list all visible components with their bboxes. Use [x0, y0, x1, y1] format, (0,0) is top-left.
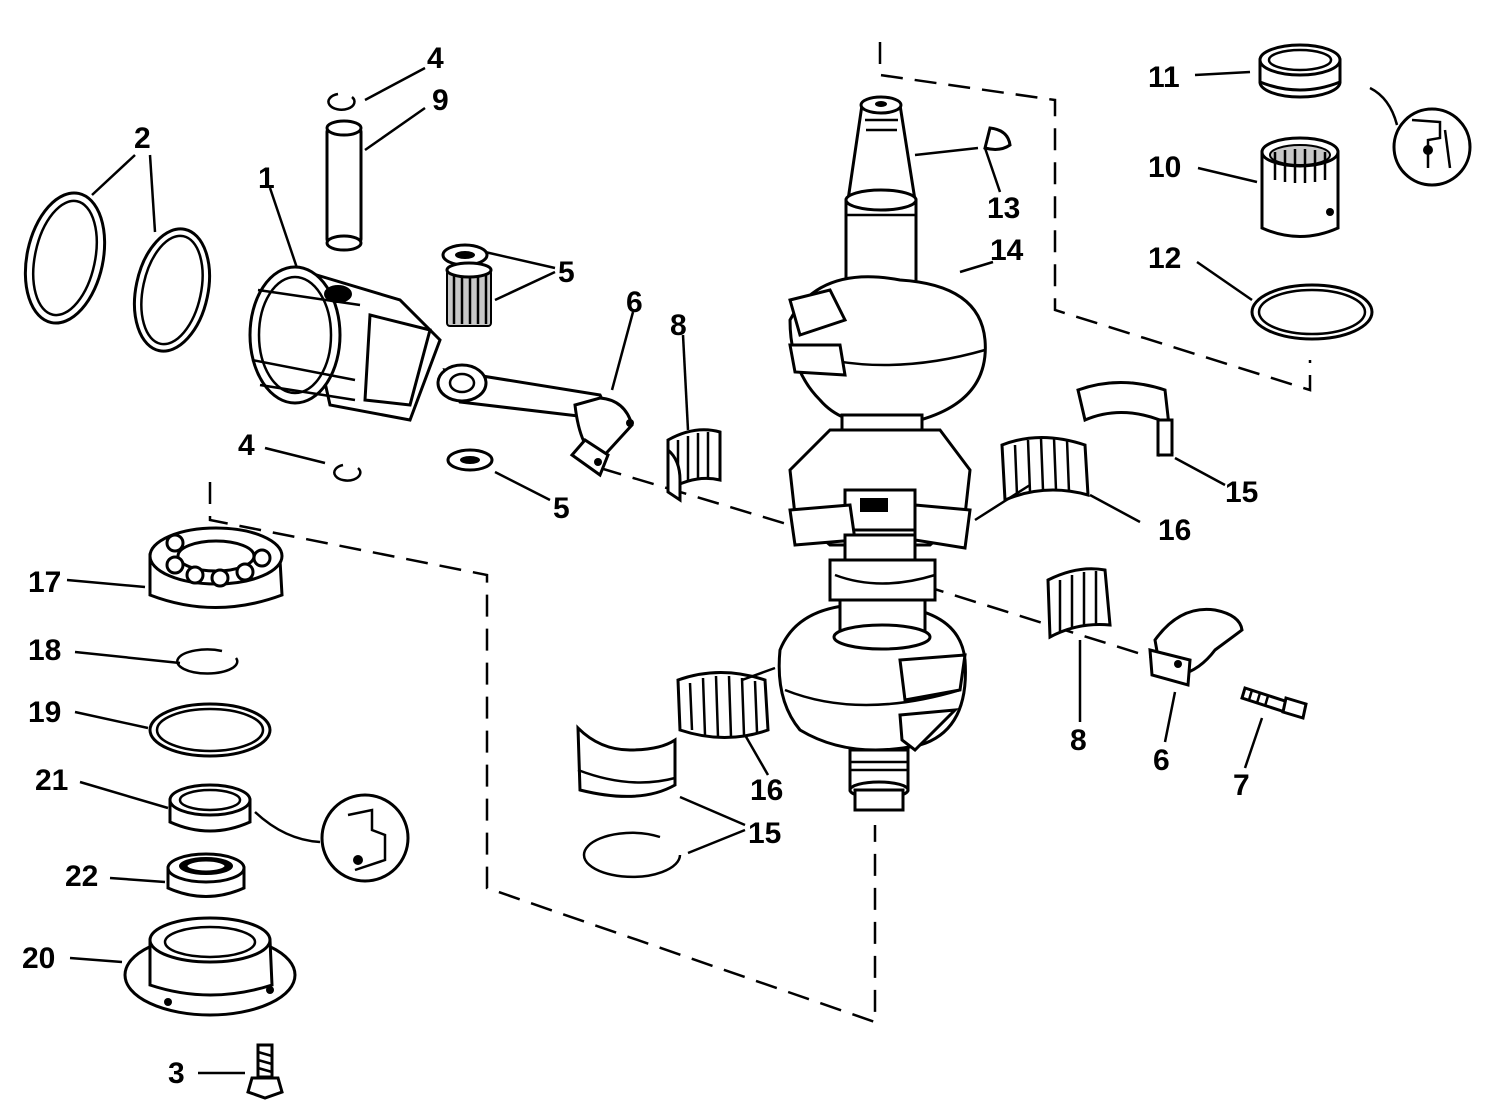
callout-11: 11: [1148, 61, 1180, 94]
o-ring-upper: [1250, 283, 1374, 341]
main-bearing-retaining-ring: [582, 831, 682, 879]
main-bearing-half-upper: [1076, 381, 1174, 457]
callout-19: 19: [28, 696, 61, 729]
callout-22: 22: [65, 860, 98, 893]
lower-retaining-ring: [176, 648, 239, 675]
piston-ring-outer: [23, 191, 107, 325]
retaining-clip-lower: [333, 463, 362, 482]
callout-4: 4: [427, 42, 444, 75]
upper-needle-bearing: [1260, 136, 1340, 238]
callout-7: 7: [1233, 769, 1250, 802]
rod-bearing-cage-upper: [666, 428, 722, 503]
rod-bolt: [1240, 686, 1308, 720]
lower-ball-bearing: [148, 526, 284, 609]
callout-20: 20: [22, 942, 55, 975]
callout-5: 5: [558, 256, 575, 289]
callout-9: 9: [432, 84, 449, 117]
callout-3: 3: [168, 1057, 185, 1090]
callout-15: 15: [748, 817, 781, 850]
callout-6: 6: [1153, 744, 1170, 777]
callout-18: 18: [28, 634, 61, 667]
main-bearing-half-lower: [576, 724, 677, 798]
callout-1: 1: [258, 162, 275, 195]
detail-inset-upper: [1369, 86, 1472, 187]
rod-bearing-cage-lower: [1046, 567, 1112, 640]
detail-inset-lower: [254, 793, 410, 883]
callout-6: 6: [626, 286, 643, 319]
callout-5: 5: [553, 492, 570, 525]
callout-16: 16: [750, 774, 783, 807]
lower-oil-seal-inner: [166, 852, 246, 898]
leader-lines: [66, 66, 1264, 1075]
callout-16: 16: [1158, 514, 1191, 547]
thrust-washer-lower: [446, 448, 494, 472]
callout-21: 21: [35, 764, 68, 797]
callout-15: 15: [1225, 476, 1258, 509]
woodruff-key: [983, 126, 1012, 151]
piston-ring-inner: [133, 227, 211, 353]
callout-4: 4: [238, 429, 255, 462]
callout-8: 8: [670, 309, 687, 342]
main-bearing-cage-lower: [676, 671, 770, 739]
callout-17: 17: [28, 566, 61, 599]
callout-12: 12: [1148, 242, 1181, 275]
retaining-clip-upper: [327, 92, 356, 111]
callout-2: 2: [134, 122, 151, 155]
lower-bearing-housing: [123, 916, 297, 1017]
wrist-pin: [325, 119, 363, 252]
callout-10: 10: [1148, 151, 1181, 184]
callout-labels: 1 2 3 4 4 5 5 6 6 7 8 8 9 10 11 12 13 14…: [22, 42, 1258, 1090]
connecting-rod-cap: [1148, 607, 1244, 687]
main-bearing-cage-upper: [1000, 436, 1090, 503]
piston: [248, 265, 442, 422]
connecting-rod: [436, 363, 634, 478]
lower-oil-seal-outer: [168, 783, 252, 833]
housing-bolt: [246, 1043, 284, 1100]
upper-seal-ring: [1258, 43, 1342, 99]
o-ring-lower: [148, 702, 272, 758]
callout-13: 13: [987, 192, 1020, 225]
crankshaft: [777, 95, 987, 812]
callout-8: 8: [1070, 724, 1087, 757]
needle-bearing-wrist: [445, 261, 493, 327]
callout-14: 14: [990, 234, 1024, 267]
